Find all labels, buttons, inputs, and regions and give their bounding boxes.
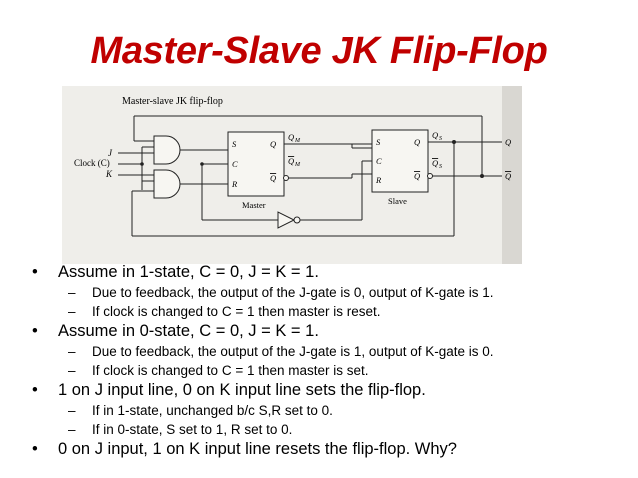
bullet-item: Assume in 1-state, C = 0, J = K = 1. — [32, 262, 632, 283]
bullet-item: Assume in 0-state, C = 0, J = K = 1. — [32, 321, 632, 342]
slave-qsbar-sub: S — [439, 164, 442, 170]
clock-inverter — [277, 211, 296, 229]
slave-qs-label: Q — [432, 130, 438, 140]
master-r-label: R — [231, 179, 238, 189]
qbar-junction-dot — [480, 174, 484, 178]
input-clock-label: Clock (C) — [74, 158, 110, 168]
sub-bullet-item: Due to feedback, the output of the J-gat… — [32, 342, 632, 361]
master-latch-box — [227, 131, 285, 197]
slave-q-label: Q — [414, 137, 420, 147]
bullet-list: Assume in 1-state, C = 0, J = K = 1. Due… — [32, 262, 632, 460]
q-junction-dot — [452, 140, 456, 144]
sub-bullet-item: If in 0-state, S set to 1, R set to 0. — [32, 420, 632, 439]
slave-latch-box — [371, 129, 429, 193]
slave-qs-sub: S — [439, 136, 442, 142]
diagram-caption: Master-slave JK flip-flop — [122, 96, 223, 107]
slide-title: Master-Slave JK Flip-Flop — [90, 30, 548, 72]
slave-s-label: S — [376, 137, 381, 147]
sub-bullet-item: If clock is changed to C = 1 then master… — [32, 302, 632, 321]
slave-r-label: R — [375, 175, 382, 185]
sub-bullet-item: If clock is changed to C = 1 then master… — [32, 361, 632, 380]
sub-bullet-item: If in 1-state, unchanged b/c S,R set to … — [32, 401, 632, 420]
figure-shadow-edge — [502, 86, 522, 264]
slave-qbar-label: Q — [414, 171, 420, 181]
input-k-label: K — [105, 169, 113, 179]
output-qbar-label: Q — [505, 171, 511, 181]
master-qm-sub: M — [294, 138, 301, 144]
master-qm-label: Q — [288, 132, 294, 142]
bullet-item: 0 on J input, 1 on K input line resets t… — [32, 439, 632, 460]
slave-label: Slave — [388, 196, 407, 206]
flip-flop-diagram: Master-slave JK flip-flop J Clock (C) K — [62, 86, 522, 264]
slave-qsbar-label: Q — [432, 158, 438, 168]
master-q-label: Q — [270, 139, 276, 149]
slave-c-label: C — [376, 156, 382, 166]
master-s-label: S — [232, 139, 237, 149]
master-qmbar-sub: M — [294, 162, 301, 168]
circuit-schematic: Master-slave JK flip-flop J Clock (C) K — [62, 86, 522, 264]
k-and-gate — [153, 169, 181, 199]
sub-bullet-item: Due to feedback, the output of the J-gat… — [32, 283, 632, 302]
output-q-label: Q — [505, 137, 511, 147]
master-label: Master — [242, 200, 266, 210]
input-j-label: J — [108, 148, 113, 158]
master-qbar-label: Q — [270, 173, 276, 183]
master-c-label: C — [232, 159, 238, 169]
bullet-item: 1 on J input line, 0 on K input line set… — [32, 380, 632, 401]
j-and-gate — [153, 135, 181, 165]
master-qmbar-label: Q — [288, 156, 294, 166]
